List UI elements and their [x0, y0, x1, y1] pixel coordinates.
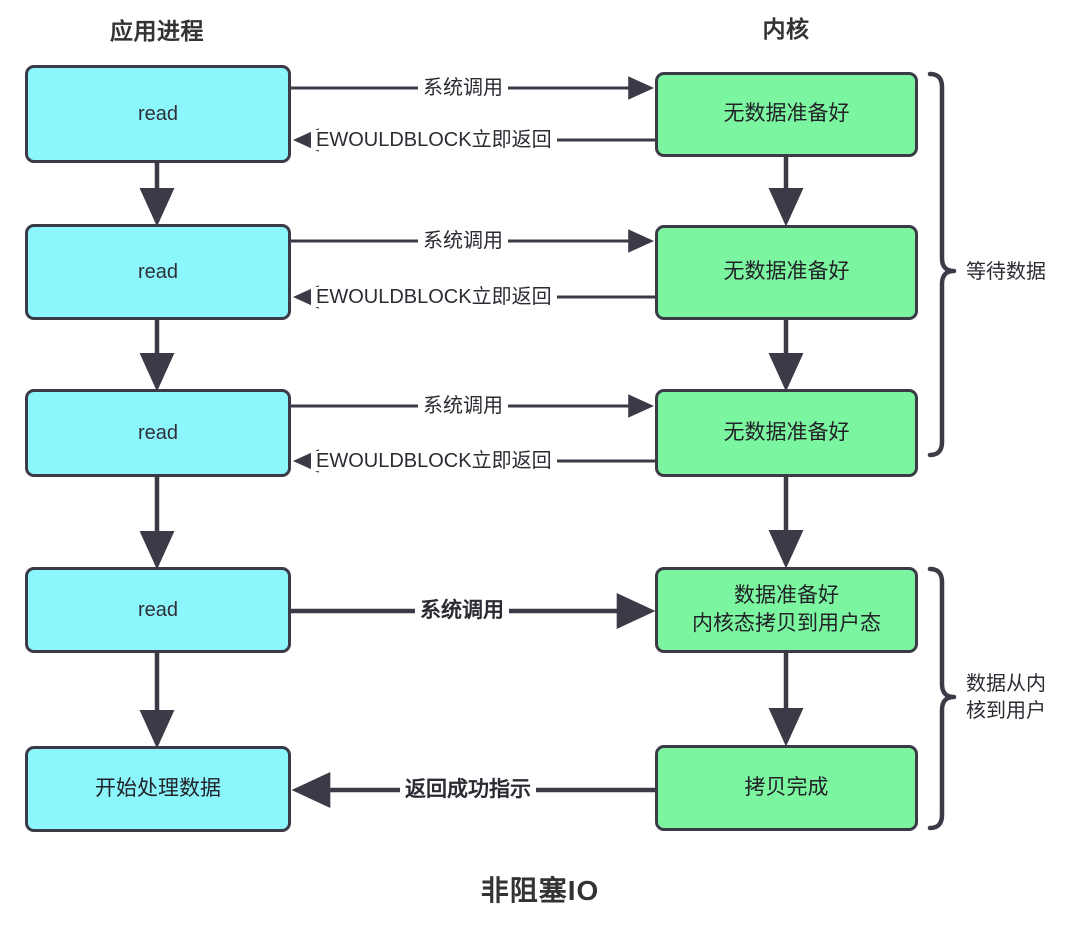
node-read-4-label: read: [137, 598, 179, 621]
brace-label-waiting: 等待数据: [966, 261, 1046, 283]
node-read-3[interactable]: read: [25, 389, 291, 477]
node-no-data-2[interactable]: 无数据准备好: [655, 225, 918, 320]
diagram-title: 非阻塞IO: [480, 875, 600, 906]
edge-label-syscall-1: 系统调用: [418, 78, 508, 98]
node-copy-done[interactable]: 拷贝完成: [655, 745, 918, 831]
brace-waiting: [927, 71, 957, 458]
node-read-3-label: read: [137, 421, 179, 444]
node-no-data-2-label: 无数据准备好: [723, 260, 850, 284]
brace-label-copying: 数据从内 核到用户: [966, 673, 1046, 722]
node-no-data-3[interactable]: 无数据准备好: [655, 389, 918, 477]
node-read-1-label: read: [137, 102, 179, 125]
node-no-data-1[interactable]: 无数据准备好: [655, 72, 918, 157]
node-read-2-label: read: [137, 260, 179, 283]
node-no-data-1-label: 无数据准备好: [723, 102, 850, 126]
edge-label-ewouldblock-1: EWOULDBLOCK立即返回: [311, 130, 557, 150]
node-copy-done-label: 拷贝完成: [744, 775, 829, 799]
edge-label-syscall-3: 系统调用: [418, 396, 508, 416]
node-read-4[interactable]: read: [25, 567, 291, 653]
edge-label-return-success: 返回成功指示: [400, 779, 536, 800]
brace-copying: [927, 566, 957, 831]
node-process-data[interactable]: 开始处理数据: [25, 746, 291, 832]
column-header-kernel: 内核: [762, 16, 810, 42]
node-data-ready[interactable]: 数据准备好 内核态拷贝到用户态: [655, 567, 918, 653]
column-header-process: 应用进程: [110, 18, 204, 44]
edge-label-ewouldblock-3: EWOULDBLOCK立即返回: [311, 451, 557, 471]
edge-label-syscall-2: 系统调用: [418, 231, 508, 251]
node-read-2[interactable]: read: [25, 224, 291, 320]
node-read-1[interactable]: read: [25, 65, 291, 163]
node-process-data-label: 开始处理数据: [95, 776, 221, 800]
node-no-data-3-label: 无数据准备好: [723, 420, 850, 444]
edge-label-ewouldblock-2: EWOULDBLOCK立即返回: [311, 287, 557, 307]
edge-label-syscall-4: 系统调用: [415, 600, 509, 621]
node-data-ready-label: 数据准备好 内核态拷贝到用户态: [692, 583, 881, 635]
